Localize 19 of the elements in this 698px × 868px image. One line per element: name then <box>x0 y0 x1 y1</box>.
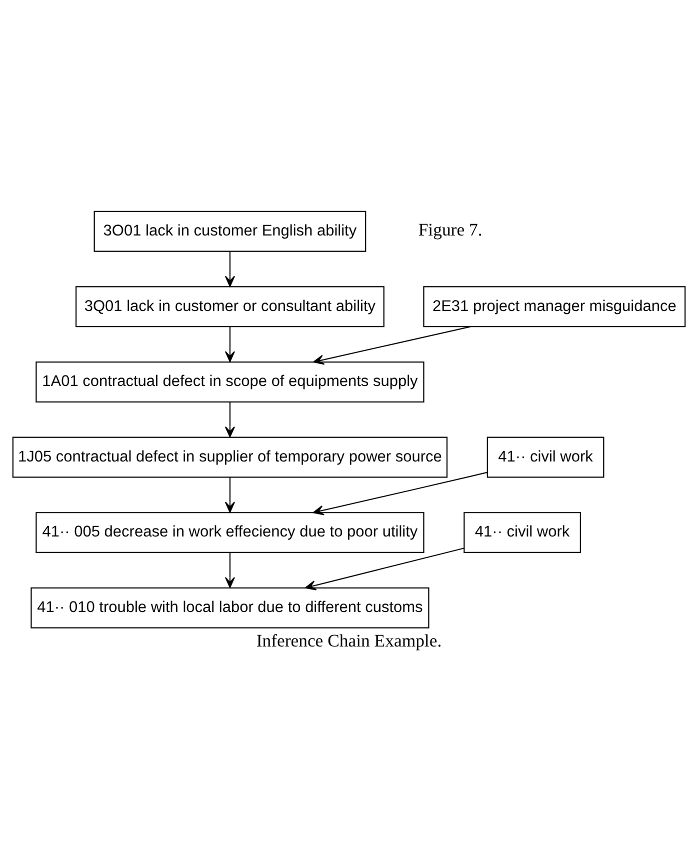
node-box: 1A01 contractual defect in scope of equipments supply <box>36 361 424 402</box>
node-box: 2E31 project manager misguidance <box>423 286 686 328</box>
node-box: 1J05 contractual defect in supplier of temporary power source <box>12 436 448 478</box>
caption: Inference Chain Example. <box>256 630 442 650</box>
label: Figure 7. <box>418 220 482 240</box>
arrow <box>313 326 471 365</box>
node-box: 3O01 lack in customer English ability <box>94 210 366 252</box>
arrow <box>224 478 235 513</box>
node-box: 41·· 010 trouble with local labor due to different customs <box>30 587 430 628</box>
arrow <box>304 548 464 590</box>
node-box: 3Q01 lack in customer or consultant ability <box>76 286 384 328</box>
node-box: 41·· 005 decrease in work effeciency due to poor utility <box>36 512 424 554</box>
arrow <box>224 326 235 362</box>
arrow <box>224 252 235 287</box>
arrow <box>224 552 235 588</box>
node-box: 41·· civil work <box>486 436 604 478</box>
node-box: 41·· civil work <box>464 512 581 554</box>
arrow <box>312 472 488 516</box>
arrow <box>224 402 235 438</box>
